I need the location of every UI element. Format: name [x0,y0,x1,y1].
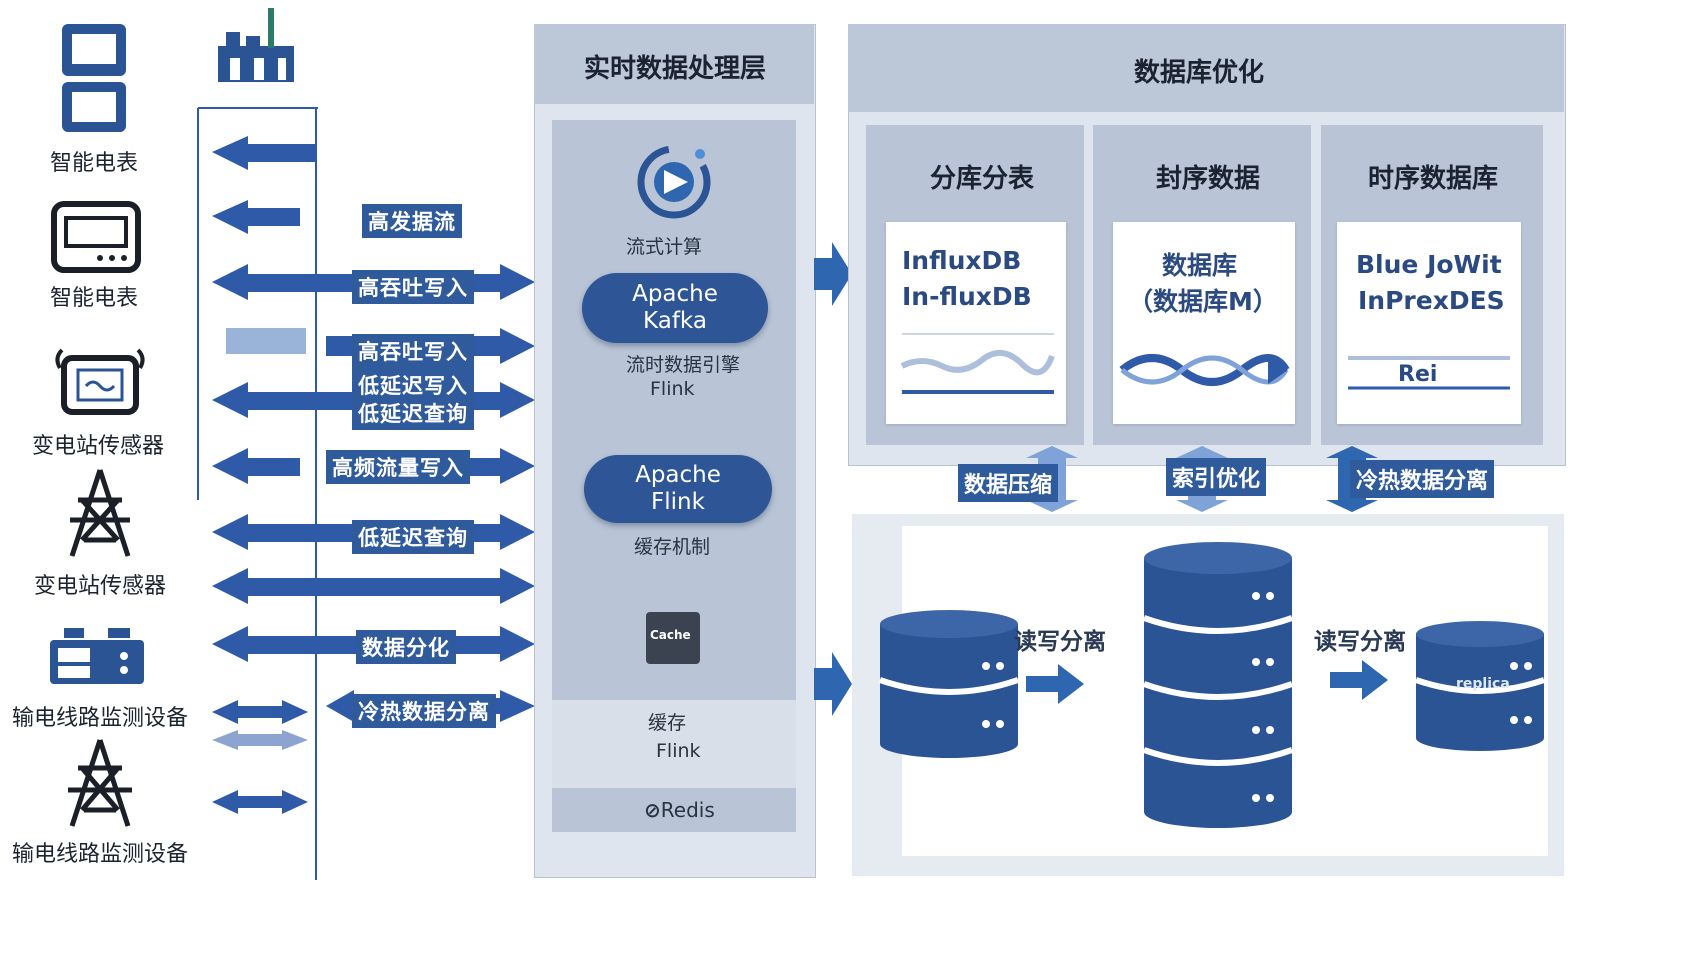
redis-text: Redis [660,798,715,822]
flow-label: 高频流量写入 [326,450,470,484]
flink-line1: Apache [635,462,721,488]
card-line: InPrexDES [1358,286,1505,315]
card-title: 时序数据库 [1368,164,1499,194]
database-icon [879,610,1019,758]
flink-small-label: Flink [656,740,701,762]
flow-label: 数据分化 [356,630,456,664]
device-icons [50,24,145,827]
card-inner [1337,222,1521,424]
database-icon [1415,621,1545,751]
card-line: InfluxDB [902,246,1022,275]
monitoring-device-icon [50,628,144,684]
device-label: 智能电表 [50,286,139,311]
read-write-label: 读写分离 [1014,629,1106,655]
flow-label: 冷热数据分离 [352,694,496,728]
read-write-label: 读写分离 [1314,629,1406,655]
flow-label: 高吞吐写入 [352,270,474,304]
card-line: （数据库M） [1128,287,1278,316]
stream-compute-label: 流式计算 [626,236,703,258]
card-title: 封序数据 [1156,164,1261,194]
dbopt-title: 数据库优化 [1134,58,1265,88]
transmission-tower-icon [69,469,131,557]
flow-label: 高吞吐写入 [352,334,474,368]
kafka-line2: Kafka [643,308,707,334]
data-flow-icon [1119,354,1290,386]
factory-icon [218,8,294,82]
flow-label: 低延迟查询 [352,396,474,430]
device-label: 变电站传感器 [32,434,165,459]
stream-panel-title: 实时数据处理层 [584,54,767,84]
cache-chip-icon: Cache [646,612,700,664]
optimization-label: 索引优化 [1166,458,1267,496]
timeseries-wave-icon [900,333,1055,394]
stream-panel-header [534,24,814,104]
card-line: Rei [1398,362,1438,387]
dbopt-header [848,24,1564,112]
card-line: 数据库 [1162,251,1238,280]
optimization-label: 数据压缩 [958,464,1059,502]
kafka-line1: Apache [632,281,718,307]
cache-label: 缓存 [648,712,687,734]
flink-line2: Flink [651,489,705,515]
redis-icon: ⊘ [644,798,661,822]
stream-compute-icon [637,145,711,219]
card-title: 分库分表 [930,164,1035,194]
sensor-signal-icon [55,348,145,415]
flink-node: Apache Flink [584,455,772,523]
database-icon [1143,542,1293,828]
optimization-label: 冷热数据分离 [1350,460,1495,498]
redis-bar-icon [1348,356,1510,390]
cache-chip-text: Cache [650,628,691,642]
engine-line2: Flink [650,378,695,400]
cache-mechanism-label: 缓存机制 [634,536,711,558]
database-cylinders [879,542,1545,828]
card-line: Blue JoWit [1356,250,1502,279]
stream-cache-area [552,700,796,788]
device-label: 智能电表 [50,151,139,176]
device-label: 输电线路监测设备 [12,706,189,731]
kafka-node: Apache Kafka [582,273,768,343]
card-inner [1113,222,1295,424]
device-label: 变电站传感器 [34,574,167,599]
flow-label: 低延迟查询 [352,520,474,554]
card-line: In-fluxDB [902,282,1032,311]
transmission-tower-icon [68,739,132,827]
stream-to-db-arrows [814,242,852,716]
smart-meter-icon [62,24,126,132]
flow-label: 高发据流 [362,204,462,238]
device-label: 输电线路监测设备 [12,842,189,867]
redis-label: ⊘Redis [644,798,715,822]
replica-label: replica [1456,676,1510,692]
meter-display-icon [51,201,141,273]
engine-line1: 流时数据引擎 [626,354,741,376]
